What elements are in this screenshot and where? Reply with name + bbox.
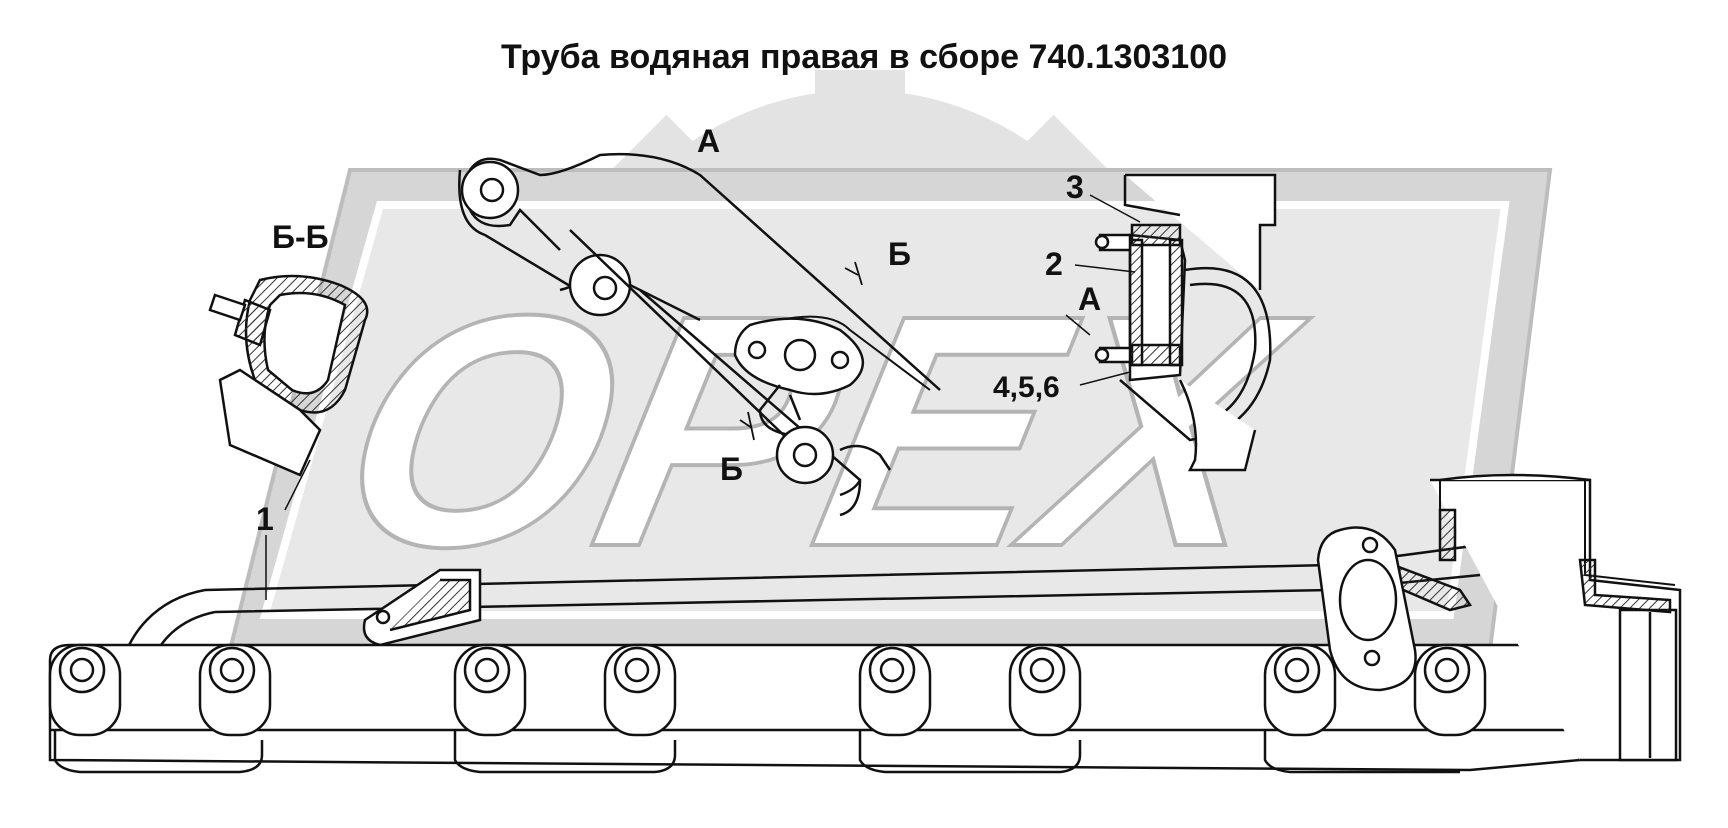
label-section-bb: Б-Б [272,219,329,255]
view-a-pipe [458,152,941,517]
section-bb [208,274,369,511]
diagram-title: Труба водяная правая в сборе 740.1303100 [500,38,1228,76]
callout-1: 1 [256,501,274,537]
label-section-mark-bottom: Б [720,451,743,487]
right-outlet [1337,473,1682,762]
callout-2: 2 [1045,246,1063,282]
label-view-a: А [697,123,720,159]
outlet-flange [1316,526,1417,692]
callout-labels: А Б-Б Б Б А 1 2 3 4,5,6 [256,123,1101,537]
clamp-assembly [1094,173,1277,472]
leader-lines [265,194,1141,600]
callout-4-5-6: 4,5,6 [993,371,1060,404]
callout-3: 3 [1066,169,1084,205]
label-view-a-arrow: А [1078,281,1101,317]
label-section-mark-top: Б [888,236,911,272]
pipe-assembly [48,473,1682,774]
manifold-ports [48,643,1487,737]
